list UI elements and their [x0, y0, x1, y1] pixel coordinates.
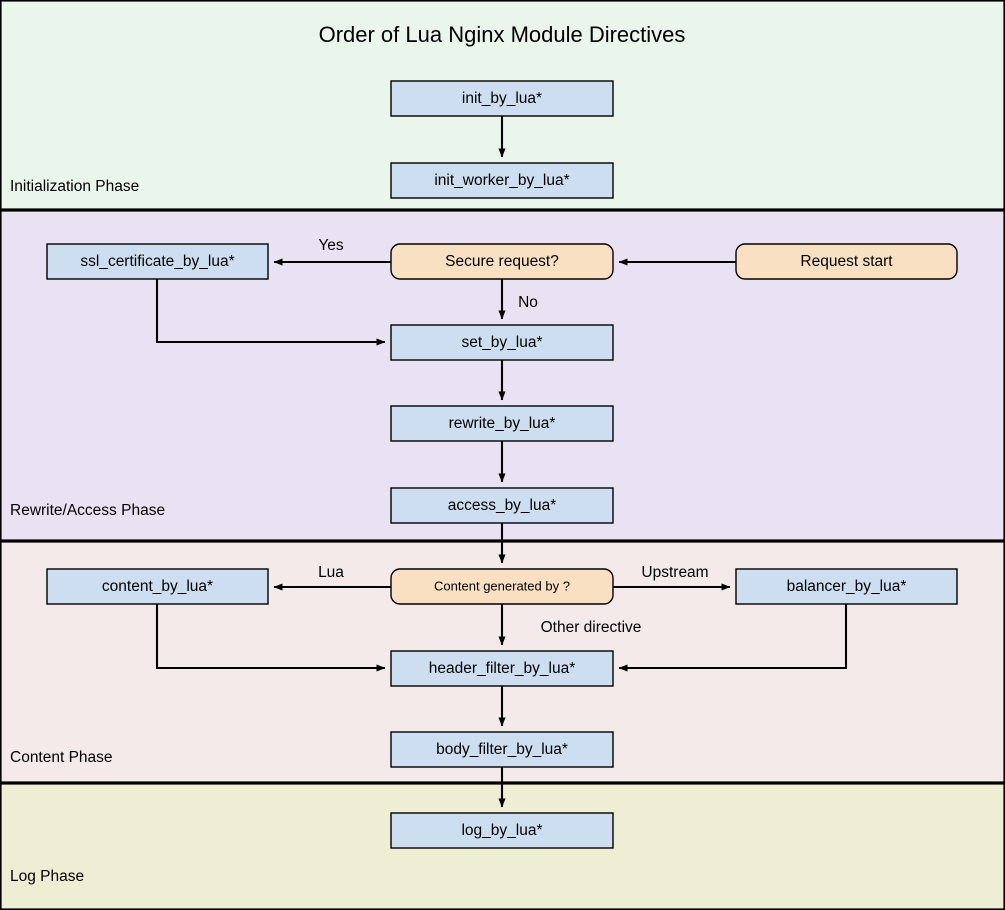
node-ssl_certificate_by_lua[interactable]: ssl_certificate_by_lua* — [46, 243, 269, 280]
node-set_by_lua[interactable]: set_by_lua* — [390, 324, 614, 361]
labels: Order of Lua Nginx Module Directives Ini… — [10, 22, 709, 885]
node-label-init_by_lua: init_by_lua* — [462, 90, 542, 107]
node-box-secure_request[interactable] — [390, 243, 614, 280]
node-box-set_by_lua[interactable] — [390, 324, 614, 361]
node-box-content_by_lua[interactable] — [46, 568, 269, 605]
page-title: Order of Lua Nginx Module Directives — [319, 22, 686, 47]
node-init_worker_by_lua[interactable]: init_worker_by_lua* — [390, 162, 614, 199]
node-label-access_by_lua: access_by_lua* — [448, 497, 557, 514]
node-balancer_by_lua[interactable]: balancer_by_lua* — [735, 568, 958, 605]
node-box-init_by_lua[interactable] — [390, 80, 614, 117]
node-label-content_generated_by: Content generated by ? — [434, 578, 570, 593]
node-label-secure_request: Secure request? — [445, 253, 559, 270]
node-init_by_lua[interactable]: init_by_lua* — [390, 80, 614, 117]
phase-label-rewrite: Rewrite/Access Phase — [10, 502, 165, 519]
node-request_start[interactable]: Request start — [735, 243, 958, 280]
node-box-ssl_certificate_by_lua[interactable] — [46, 243, 269, 280]
node-box-log_by_lua[interactable] — [390, 812, 614, 849]
connector-balancer-to-header — [618, 604, 848, 672]
connectors — [155, 116, 848, 808]
node-label-content_by_lua: content_by_lua* — [102, 578, 213, 595]
node-box-balancer_by_lua[interactable] — [735, 568, 958, 605]
edge-label-content-to-contentbylua: Lua — [318, 564, 344, 581]
node-label-request_start: Request start — [800, 253, 893, 270]
node-box-init_worker_by_lua[interactable] — [390, 162, 614, 199]
node-box-access_by_lua[interactable] — [390, 487, 614, 524]
node-content_generated_by[interactable]: Content generated by ? — [390, 568, 614, 605]
phase-label-content: Content Phase — [10, 749, 113, 766]
node-label-set_by_lua: set_by_lua* — [461, 334, 542, 351]
node-label-balancer_by_lua: balancer_by_lua* — [787, 578, 907, 595]
node-log_by_lua[interactable]: log_by_lua* — [390, 812, 614, 849]
node-label-rewrite_by_lua: rewrite_by_lua* — [449, 415, 556, 432]
node-label-body_filter_by_lua: body_filter_by_lua* — [436, 741, 568, 758]
node-rewrite_by_lua[interactable]: rewrite_by_lua* — [390, 405, 614, 442]
connector-ssl-to-set — [155, 279, 386, 346]
node-label-header_filter_by_lua: header_filter_by_lua* — [429, 660, 576, 677]
phase-label-init: Initialization Phase — [10, 178, 139, 195]
node-label-log_by_lua: log_by_lua* — [461, 822, 542, 839]
phase-label-log: Log Phase — [10, 868, 84, 885]
node-box-header_filter_by_lua[interactable] — [390, 650, 614, 687]
node-label-ssl_certificate_by_lua: ssl_certificate_by_lua* — [80, 253, 234, 270]
edge-label-content-to-header: Other directive — [541, 619, 642, 636]
edge-label-secure-to-set: No — [518, 294, 538, 311]
node-access_by_lua[interactable]: access_by_lua* — [390, 487, 614, 524]
node-box-rewrite_by_lua[interactable] — [390, 405, 614, 442]
node-header_filter_by_lua[interactable]: header_filter_by_lua* — [390, 650, 614, 687]
node-secure_request[interactable]: Secure request? — [390, 243, 614, 280]
node-label-init_worker_by_lua: init_worker_by_lua* — [434, 172, 569, 189]
edge-label-content-to-balancer: Upstream — [641, 564, 708, 581]
node-content_by_lua[interactable]: content_by_lua* — [46, 568, 269, 605]
node-box-content_generated_by[interactable] — [390, 568, 614, 605]
node-box-body_filter_by_lua[interactable] — [390, 731, 614, 768]
node-box-request_start[interactable] — [735, 243, 958, 280]
edge-label-secure-to-ssl: Yes — [318, 237, 344, 254]
connector-contentbylua-to-header — [155, 604, 386, 672]
node-body_filter_by_lua[interactable]: body_filter_by_lua* — [390, 731, 614, 768]
flow-nodes: init_by_lua* init_worker_by_lua* Request s… — [46, 80, 958, 849]
